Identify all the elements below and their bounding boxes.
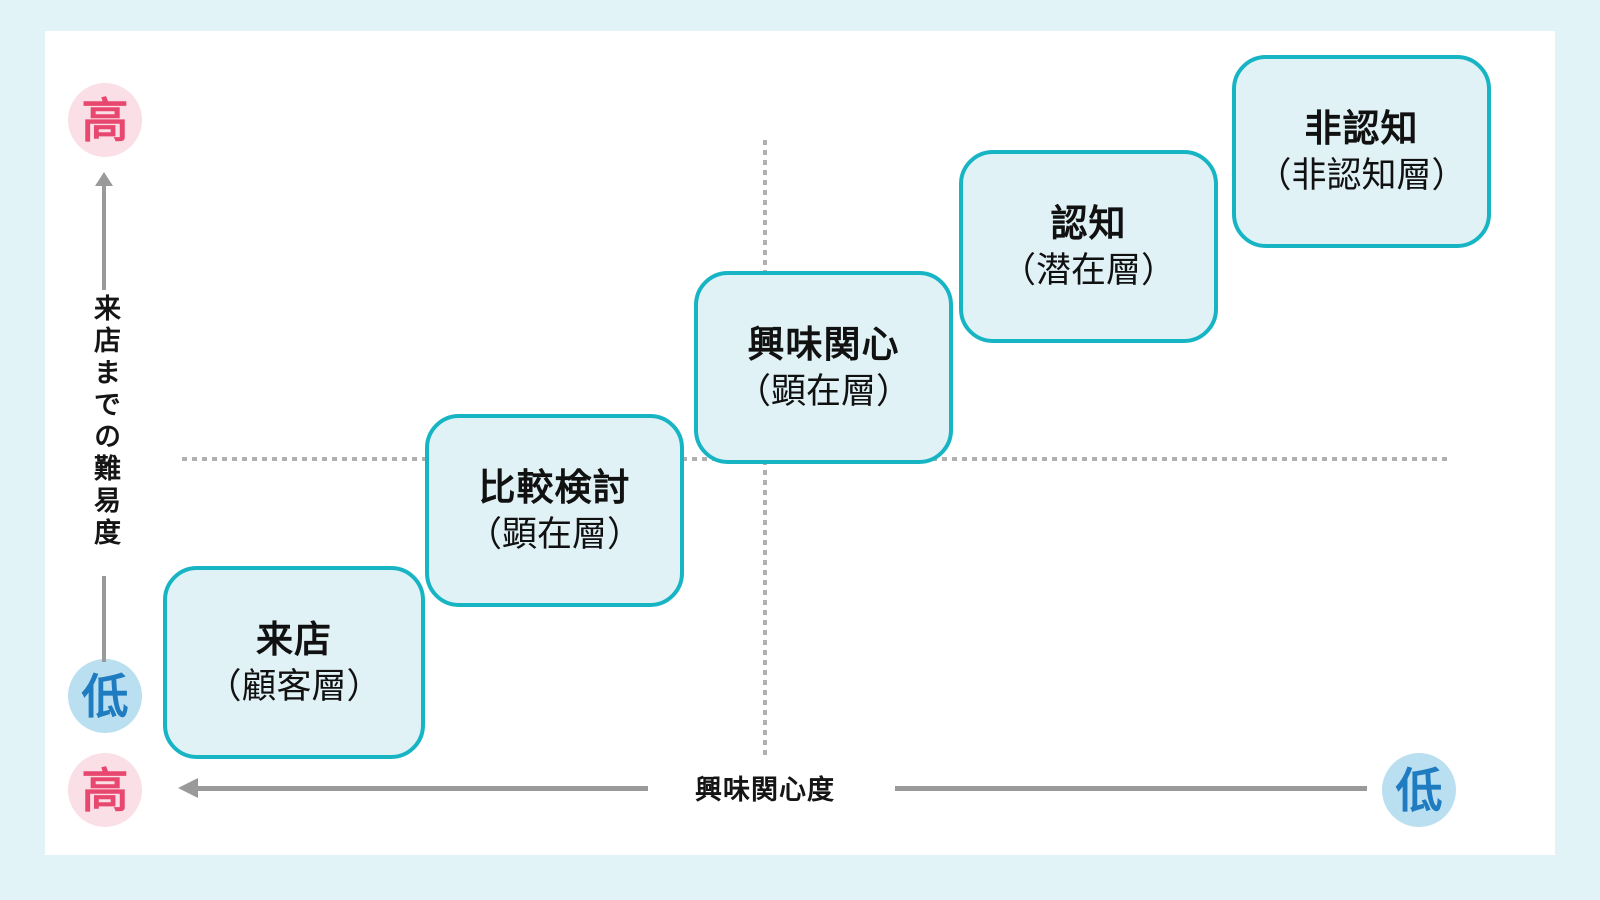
y-axis-line-lower [102,576,106,662]
x-axis-line-left [196,786,648,791]
x-axis-high-badge: 高 [68,753,142,827]
stage-box-title: 非認知 [1304,108,1419,150]
x-axis-line-right [895,786,1367,791]
arrow-up-icon [95,172,113,186]
x-axis-label: 興味関心度 [695,775,835,805]
stage-box-title: 比較検討 [478,467,631,509]
y-axis-high-badge: 高 [68,83,142,157]
stage-box-title: 興味関心 [747,324,900,366]
stage-box-interest[interactable]: 興味関心 （顕在層） [694,271,953,464]
stage-box-subtitle: （潜在層） [1000,250,1176,290]
y-axis: 来店までの難易度 [82,172,128,662]
stage-box-title: 認知 [1050,203,1127,245]
y-axis-low-badge: 低 [68,659,142,733]
stage-box-subtitle: （顕在層） [466,514,642,554]
y-axis-label: 来店までの難易度 [90,294,120,550]
stage-box-visit[interactable]: 来店 （顧客層） [163,566,425,759]
stage-box-subtitle: （顕在層） [735,371,911,411]
stage-box-awareness[interactable]: 認知 （潜在層） [959,150,1218,343]
arrow-left-icon [178,778,198,798]
stage-box-unaware[interactable]: 非認知 （非認知層） [1232,55,1491,248]
stage-box-comparison[interactable]: 比較検討 （顕在層） [425,414,684,607]
stage-box-title: 来店 [256,619,332,661]
stage-box-subtitle: （顧客層） [206,666,382,706]
stage-box-subtitle: （非認知層） [1256,155,1467,195]
x-axis-low-badge: 低 [1382,753,1456,827]
y-axis-line-upper [102,180,106,290]
